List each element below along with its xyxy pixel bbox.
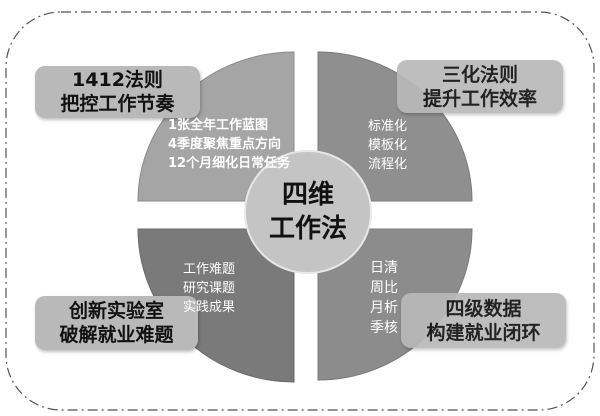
dash-dot-frame <box>5 11 595 411</box>
quadrant-item: 月析 <box>370 300 398 316</box>
center-title-line1: 四维 <box>281 180 334 210</box>
center-circle <box>244 150 372 274</box>
quadrant-items-bottom-left: 工作难题 研究课题 实践成果 <box>183 260 235 317</box>
label-box-sanhua: 三化法则 提升工作效率 <box>397 60 563 113</box>
center-title: 四维 工作法 <box>244 150 372 274</box>
quadrant-item: 周比 <box>370 280 398 296</box>
label-title: 三化法则 <box>441 63 518 86</box>
quadrant-item: 12个月细化日常任务 <box>168 156 291 171</box>
quadrant-item: 工作难题 <box>183 262 236 277</box>
label-box-four-level-data: 四级数据 构建就业闭环 <box>401 293 566 348</box>
label-box-1412: 1412法则 把控工作节奏 <box>35 66 200 118</box>
label-title: 四级数据 <box>445 297 522 320</box>
label-subtitle: 构建就业闭环 <box>426 321 541 344</box>
quadrant-items-top-left: 1张全年工作蓝图 4季度聚焦重点方向 12个月细化日常任务 <box>168 116 290 173</box>
label-subtitle: 把控工作节奏 <box>60 93 175 115</box>
quadrant-item: 流程化 <box>368 157 408 172</box>
quadrant-item: 实践成果 <box>183 300 236 315</box>
quadrant-item: 1张全年工作蓝图 <box>168 118 269 133</box>
label-title: 创新实验室 <box>68 300 164 322</box>
quadrant-items-bottom-right: 日清 周比 月析 季核 <box>370 258 398 338</box>
center-title-line2: 工作法 <box>268 214 347 244</box>
label-box-innovation-lab: 创新实验室 破解就业难题 <box>35 296 198 350</box>
label-subtitle: 提升工作效率 <box>422 87 537 110</box>
quadrant-item: 研究课题 <box>183 281 236 296</box>
label-title: 1412法则 <box>72 69 163 91</box>
quadrant-item: 日清 <box>370 260 398 276</box>
quadrant-item: 标准化 <box>368 119 408 134</box>
quadrant-item: 模板化 <box>368 138 408 153</box>
quadrant-item: 季核 <box>370 320 398 336</box>
quadrant-item: 4季度聚焦重点方向 <box>168 137 282 152</box>
quadrant-items-top-right: 标准化 模板化 流程化 <box>368 117 407 174</box>
label-subtitle: 破解就业难题 <box>59 324 174 346</box>
